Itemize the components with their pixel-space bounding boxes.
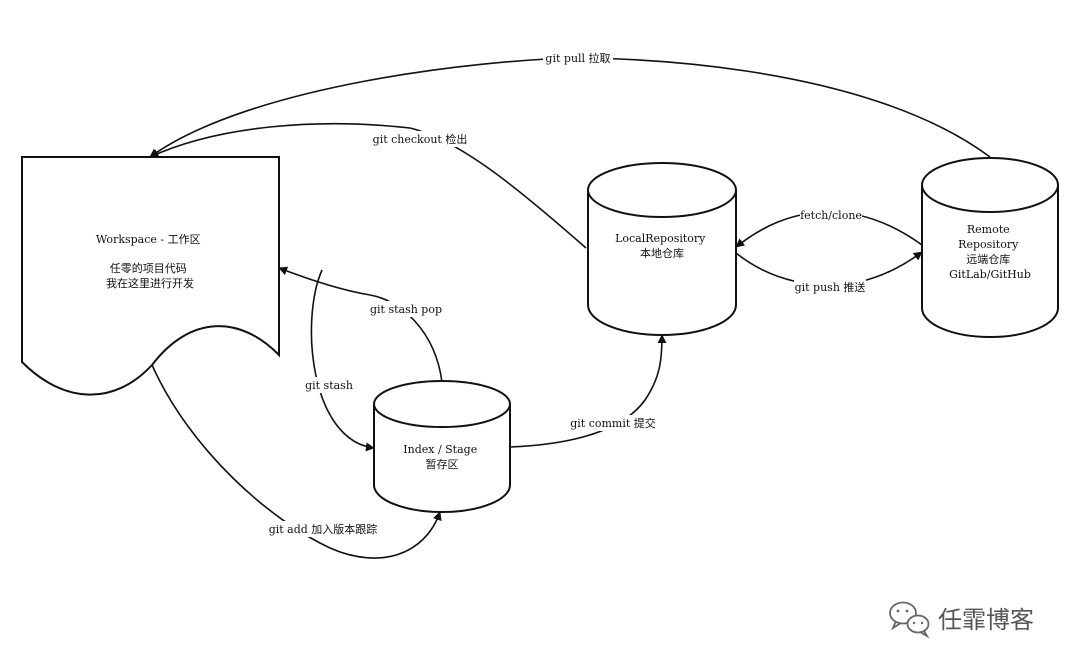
- remote-cylinder-top: [921, 157, 1059, 213]
- local-label: LocalRepository 本地仓库: [615, 232, 709, 260]
- local-line-1: LocalRepository: [615, 232, 706, 245]
- local-cylinder-top: [587, 162, 737, 218]
- label-fetch-clone: fetch/clone: [800, 209, 862, 222]
- wechat-icon: [889, 601, 930, 639]
- watermark-text: 任霏博客: [938, 606, 1034, 634]
- remote-label: Remote Repository 远端仓库 GitLab/GitHub: [949, 223, 1031, 281]
- local-line-2: 本地仓库: [640, 246, 684, 260]
- edge-git-pull: [149, 57, 991, 158]
- label-git-stash: git stash: [305, 379, 353, 392]
- label-git-commit: git commit 提交: [570, 416, 656, 430]
- workspace-line-4: 我在这里进行开发: [106, 276, 194, 290]
- label-git-checkout: git checkout 检出: [373, 132, 468, 146]
- edge-git-add: [151, 364, 442, 559]
- edge-git-checkout: [149, 122, 587, 249]
- workspace-label: Workspace - 工作区 任零的项目代码 我在这里进行开发: [96, 233, 204, 290]
- index-line-2: 暂存区: [426, 457, 459, 471]
- node-local-repository: [587, 162, 737, 336]
- remote-line-4: GitLab/GitHub: [949, 268, 1031, 281]
- node-remote-repository: [921, 157, 1059, 338]
- node-workspace: [21, 156, 280, 396]
- local-cylinder-body: [587, 190, 737, 336]
- edge-git-stash-pop: [278, 266, 443, 383]
- workspace-line-1: Workspace - 工作区: [96, 233, 201, 246]
- remote-line-2: Repository: [958, 238, 1019, 251]
- index-label: Index / Stage 暂存区: [403, 443, 480, 471]
- remote-line-3: 远端仓库: [966, 252, 1010, 266]
- label-git-add: git add 加入版本跟踪: [269, 522, 378, 536]
- watermark: 任霏博客: [889, 601, 1034, 639]
- index-cylinder-top: [373, 380, 511, 428]
- workspace-document-shape: [21, 156, 280, 396]
- index-line-1: Index / Stage: [403, 443, 477, 456]
- remote-line-1: Remote: [967, 223, 1010, 236]
- node-index-stage: [373, 380, 511, 513]
- label-git-push: git push 推送: [795, 280, 866, 294]
- label-git-pull: git pull 拉取: [545, 51, 610, 65]
- edge-git-commit: [509, 334, 667, 448]
- label-git-stash-pop: git stash pop: [370, 303, 442, 316]
- workspace-line-3: 任零的项目代码: [110, 261, 187, 275]
- edge-labels: git pull 拉取 git checkout 检出 fetch/clone …: [262, 50, 866, 537]
- index-cylinder-body: [373, 404, 511, 513]
- remote-cylinder-body: [921, 185, 1059, 338]
- edge-git-stash: [310, 269, 375, 452]
